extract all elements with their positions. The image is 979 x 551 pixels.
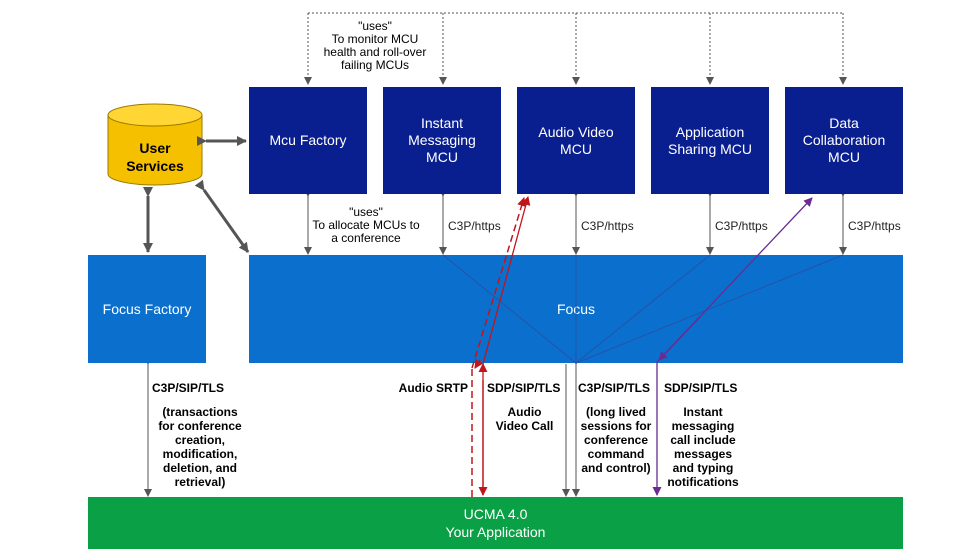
focus-factory-label: Focus Factory — [102, 301, 192, 317]
data-collaboration-mcu-label: Data Collaboration MCU — [802, 115, 886, 165]
c3p-https-label-av: C3P/https — [581, 219, 634, 233]
im-call-description: Instant messaging call include messages … — [667, 405, 739, 489]
allocate-note: "uses" To allocate MCUs to a conference — [312, 205, 420, 245]
mcu-factory-box: Mcu Factory — [249, 87, 367, 194]
monitor-bus — [304, 12, 847, 85]
focus-label: Focus — [556, 301, 596, 317]
audio-srtp-label: Audio SRTP — [398, 381, 468, 395]
user-services-database-icon — [107, 103, 203, 186]
application-sharing-mcu-label: Application Sharing MCU — [667, 123, 753, 157]
mcu-factory-label: Mcu Factory — [269, 132, 347, 148]
av-call-description: Audio Video Call — [495, 405, 554, 433]
audio-video-mcu-box: Audio Video MCU — [517, 87, 635, 194]
monitor-note: "uses" To monitor MCU health and roll-ov… — [316, 20, 434, 72]
data-collaboration-mcu-box: Data Collaboration MCU — [785, 87, 903, 194]
focus-factory-description: (transactions for conference creation, m… — [158, 405, 242, 489]
c3p-https-label-im: C3P/https — [448, 219, 501, 233]
user-services-label: User Services — [126, 140, 184, 174]
focus-session-description: (long lived sessions for conference comm… — [580, 405, 652, 475]
app-subtitle: Your Application — [445, 524, 546, 540]
instant-messaging-mcu-box: Instant Messaging MCU — [383, 87, 501, 194]
instant-messaging-mcu-label: Instant Messaging MCU — [408, 115, 476, 165]
app-connectors — [144, 357, 580, 497]
focus-factory-box: Focus Factory — [88, 255, 206, 363]
im-protocol-label: SDP/SIP/TLS — [664, 381, 738, 395]
application-sharing-mcu-box: Application Sharing MCU — [651, 87, 769, 194]
c3p-https-label-dc: C3P/https — [848, 219, 901, 233]
av-protocol-label: SDP/SIP/TLS — [487, 381, 561, 395]
focus-factory-protocol-label: C3P/SIP/TLS — [152, 381, 225, 395]
big-connectors — [143, 136, 250, 253]
c3p-https-label-as: C3P/https — [715, 219, 768, 233]
focus-box: Focus — [249, 255, 903, 363]
audio-video-mcu-label: Audio Video MCU — [538, 123, 614, 157]
app-title: UCMA 4.0 — [463, 506, 528, 522]
focus-protocol-label: C3P/SIP/TLS — [578, 381, 651, 395]
application-box: UCMA 4.0 Your Application — [88, 497, 903, 549]
